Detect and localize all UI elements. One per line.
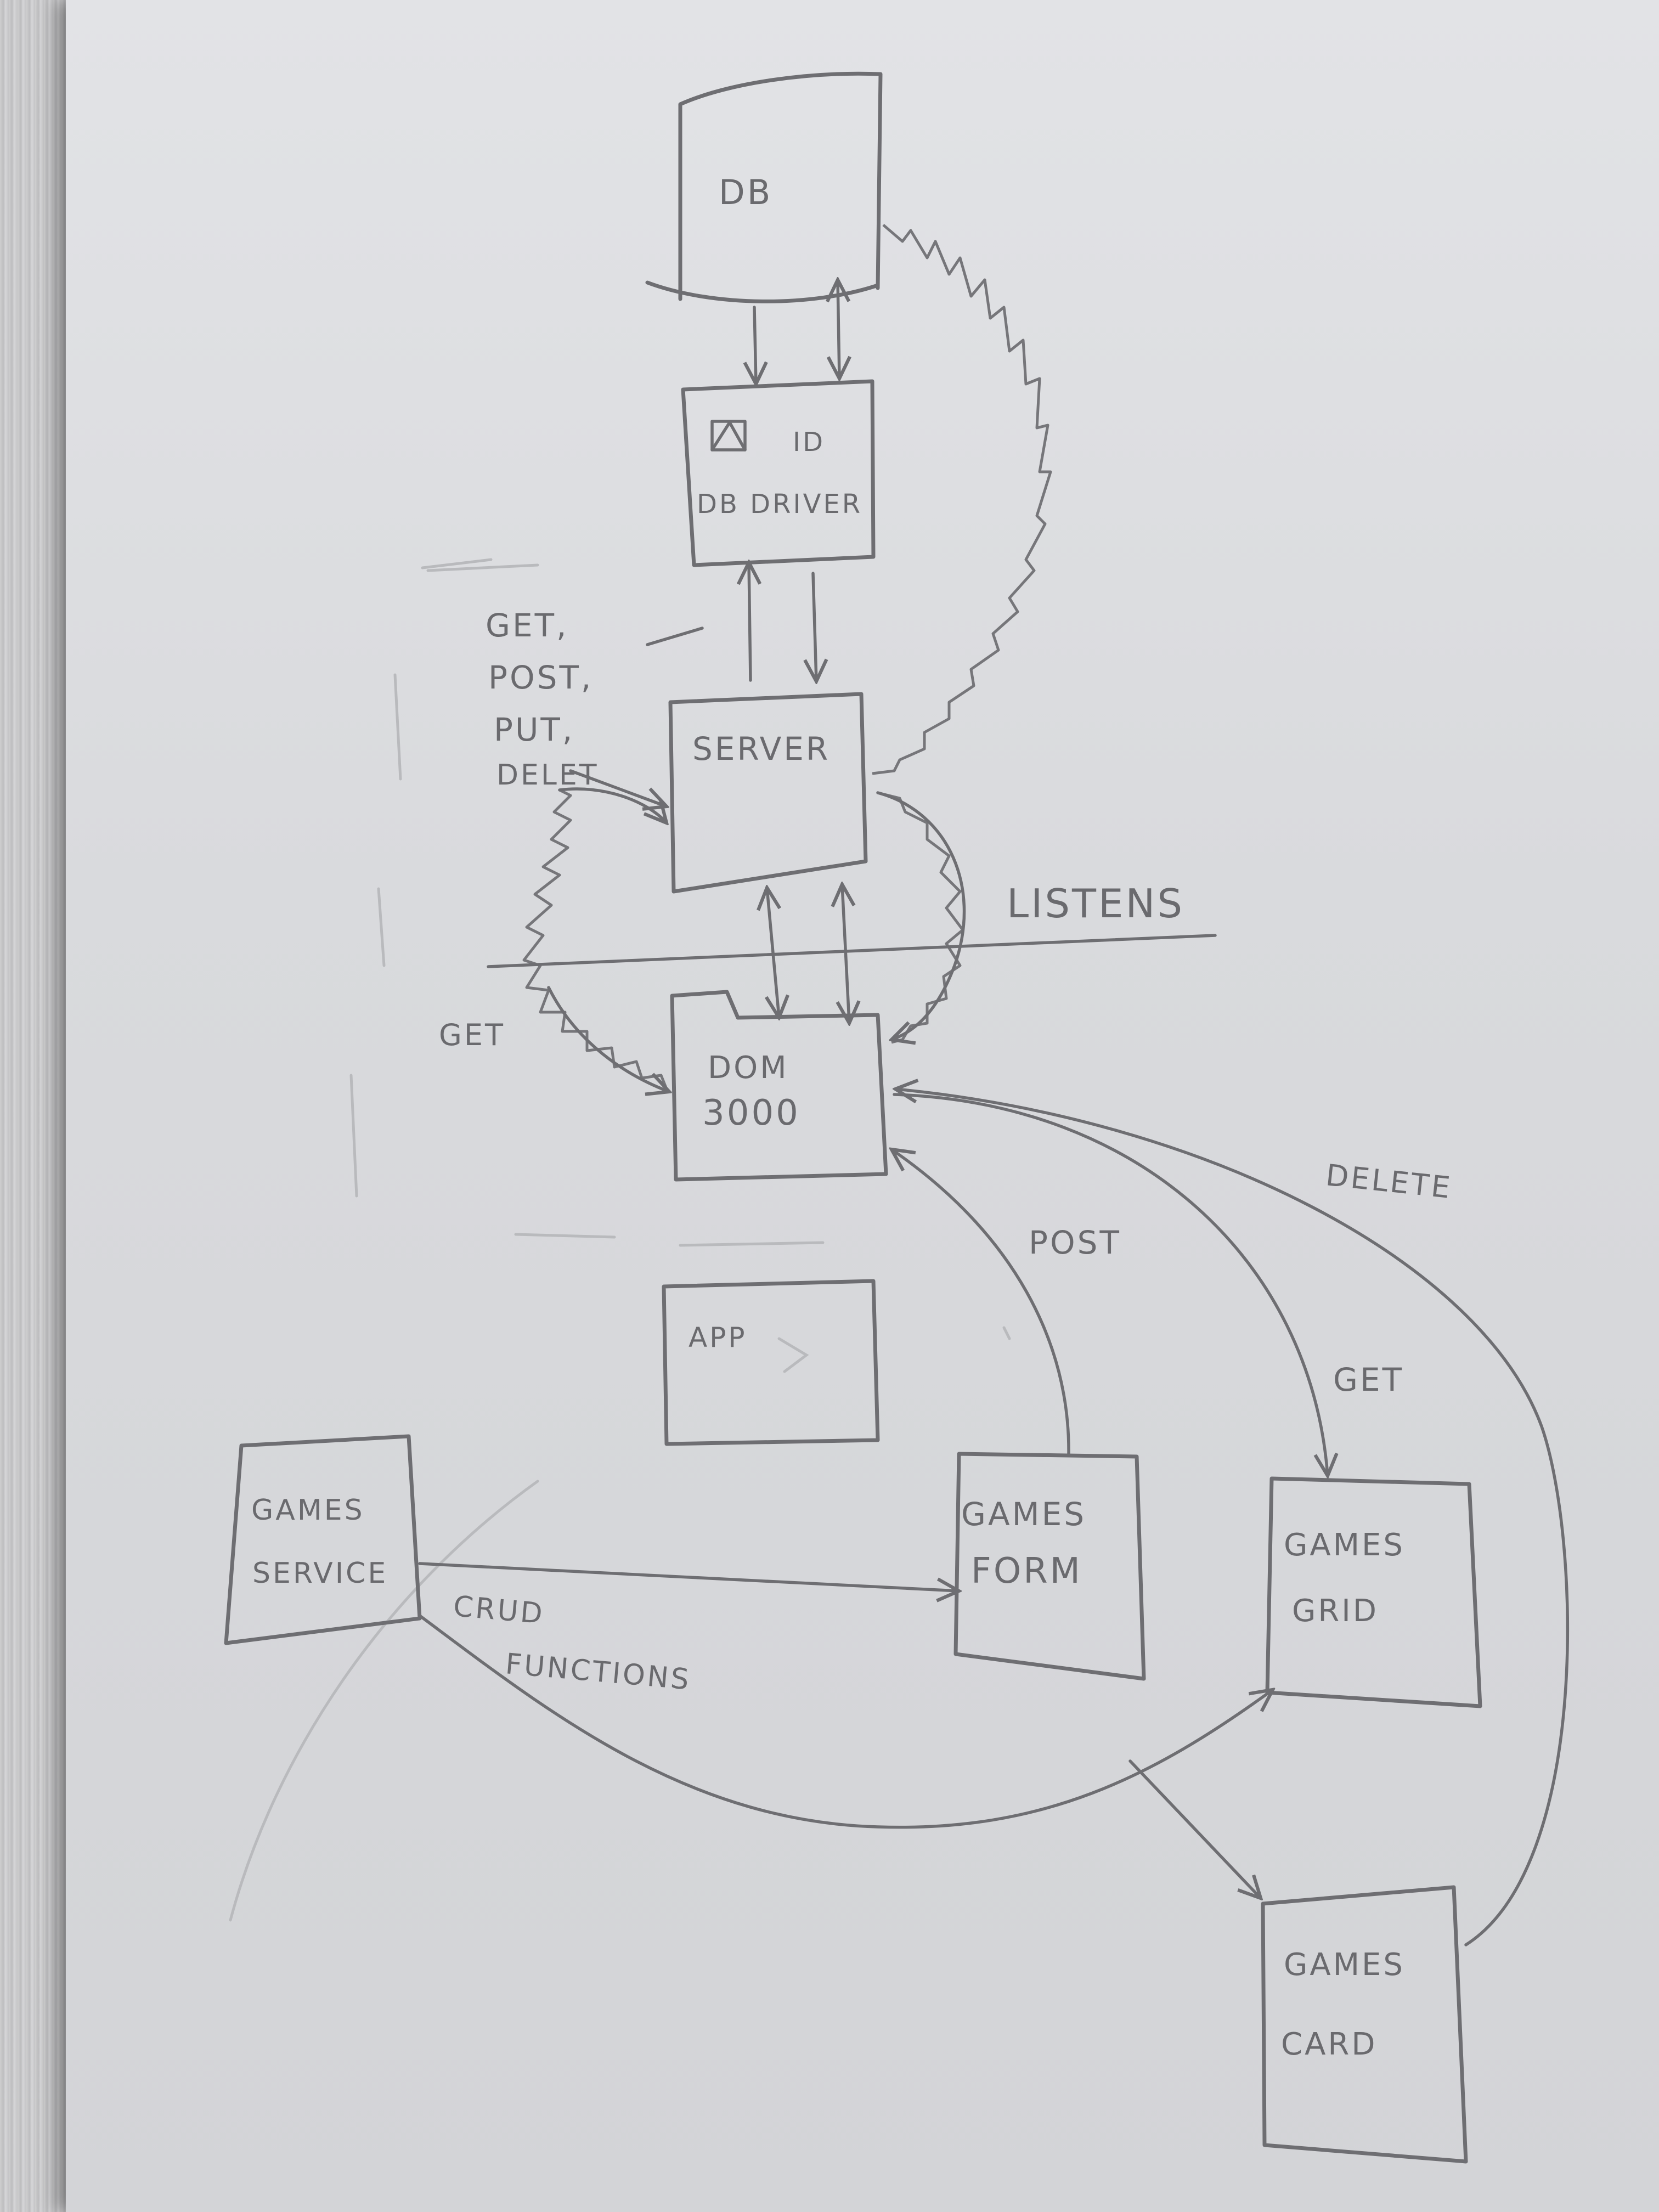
get-label: GET xyxy=(1333,1361,1404,1398)
db-driver-icon xyxy=(710,420,747,452)
crud-label-line2: FUNCTIONS xyxy=(504,1647,692,1696)
app-faint-mark xyxy=(777,1337,809,1373)
db-driver-box xyxy=(681,379,876,567)
delete-arrow xyxy=(895,1089,1570,1946)
db-node: DB xyxy=(645,71,883,303)
server-box xyxy=(668,692,868,894)
server-node: SERVER xyxy=(668,692,868,894)
server-dom-arrows xyxy=(767,884,849,1023)
app-label: APP xyxy=(689,1322,747,1353)
app-box xyxy=(662,1279,880,1446)
post-arrow xyxy=(891,1149,1070,1455)
games-form-node: GAMES FORM xyxy=(953,1452,1146,1681)
games-service-label-line2: SERVICE xyxy=(252,1557,388,1590)
games-grid-node: GAMES GRID xyxy=(1265,1476,1482,1708)
games-card-box xyxy=(1261,1885,1468,2164)
get-arrow xyxy=(893,1093,1328,1476)
faint-ghost-lines xyxy=(229,563,825,1922)
server-driver-arrows xyxy=(749,562,816,681)
games-service-box xyxy=(224,1434,422,1645)
db-driver-arrows xyxy=(754,280,839,384)
games-card-label-line2: CARD xyxy=(1281,2027,1377,2062)
methods-pointer-stroke xyxy=(646,627,704,646)
games-grid-label-line2: GRID xyxy=(1292,1593,1379,1629)
games-grid-box xyxy=(1265,1476,1482,1708)
post-label: POST xyxy=(1029,1224,1121,1261)
games-form-label-line2: FORM xyxy=(971,1551,1082,1592)
games-service-label-line1: GAMES xyxy=(251,1494,365,1527)
notebook-page-edges xyxy=(0,0,77,2212)
get-left-label: GET xyxy=(439,1018,505,1052)
service-to-form-arrow xyxy=(418,1562,959,1591)
db-server-zigzag-connector xyxy=(872,224,1052,775)
app-node: APP xyxy=(662,1279,880,1446)
db-driver-id-label: ID xyxy=(793,427,825,458)
server-dom-zigzag-connector xyxy=(877,791,964,1044)
service-to-grid-arrow xyxy=(418,1614,1273,1829)
games-grid-label-line1: GAMES xyxy=(1284,1527,1405,1563)
server-label: SERVER xyxy=(692,730,830,768)
games-service-node: GAMES SERVICE xyxy=(224,1434,422,1645)
service-to-card-arrow xyxy=(1128,1759,1261,1898)
games-card-node: GAMES CARD xyxy=(1261,1885,1468,2164)
delete-label: DELETE xyxy=(1324,1158,1454,1205)
paper-sheet xyxy=(66,0,1659,2212)
db-cylinder-shape xyxy=(645,71,883,303)
dom-box xyxy=(670,990,888,1182)
method-get: GET, xyxy=(486,607,568,644)
listens-line xyxy=(487,934,1217,968)
games-form-label-line1: GAMES xyxy=(961,1496,1086,1533)
http-methods-label: GET, POST, PUT, DELET xyxy=(486,607,597,792)
listens-label: LISTENS xyxy=(1007,881,1184,927)
db-label: DB xyxy=(719,172,772,212)
method-post: POST, xyxy=(488,659,593,696)
dom-label-line2: 3000 xyxy=(702,1093,800,1133)
db-driver-label: DB DRIVER xyxy=(697,489,862,520)
method-put: PUT, xyxy=(494,711,574,748)
crud-label-line1: CRUD xyxy=(452,1590,546,1630)
dom-label-line1: DOM xyxy=(708,1050,789,1086)
db-driver-node: ID DB DRIVER xyxy=(681,379,876,567)
dom-node: DOM 3000 xyxy=(670,990,888,1182)
games-card-label-line1: GAMES xyxy=(1284,1947,1405,1983)
left-zigzag-connector xyxy=(522,788,668,1090)
